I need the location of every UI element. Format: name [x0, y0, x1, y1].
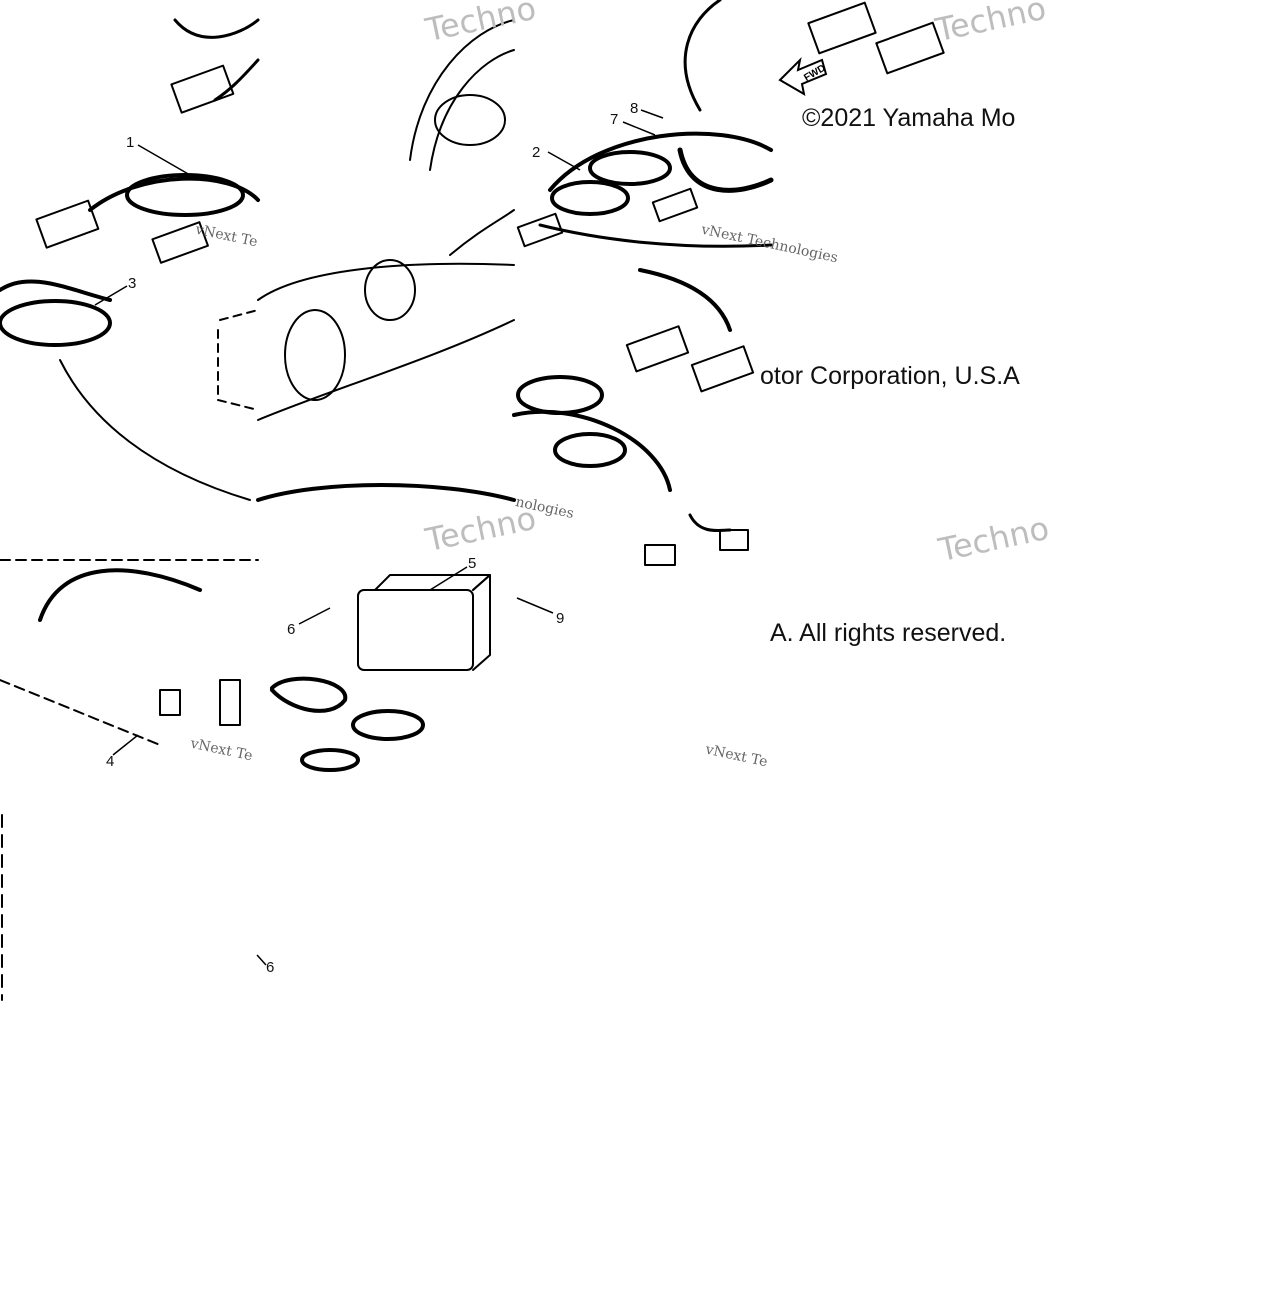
harness-wire-5	[0, 559, 259, 746]
harness-wire-1	[88, 18, 260, 217]
copyright-text-2: otor Corporation, U.S.A	[760, 362, 1020, 390]
copyright-text-1: ©2021 Yamaha Mo	[802, 104, 1016, 132]
callout-9: 9	[556, 610, 564, 627]
harness-wire-3	[0, 279, 259, 501]
callout-1: 1	[126, 134, 134, 151]
callout-3: 3	[128, 275, 136, 292]
connector-plug	[644, 513, 749, 566]
harness-wire-4	[512, 268, 732, 492]
callout-5: 5	[468, 555, 476, 572]
callout-7: 7	[610, 111, 618, 128]
sensor-part	[159, 679, 241, 726]
copyright-text-3: A. All rights reserved.	[770, 619, 1007, 647]
harness-wire-2	[538, 0, 774, 248]
hull-outline	[409, 19, 515, 256]
fwd-arrow-icon	[778, 56, 828, 96]
connector-plug	[516, 187, 699, 248]
connector-plug	[625, 325, 755, 393]
callout-8: 8	[630, 100, 638, 117]
callout-2: 2	[532, 144, 540, 161]
callout-6: 6	[287, 621, 295, 638]
connector-plug	[35, 64, 235, 264]
connector-plug	[807, 1, 945, 75]
callout-6-lower: 6	[266, 959, 274, 976]
seat-outline	[256, 259, 516, 502]
callout-4: 4	[106, 753, 114, 770]
battery-box	[270, 574, 491, 772]
